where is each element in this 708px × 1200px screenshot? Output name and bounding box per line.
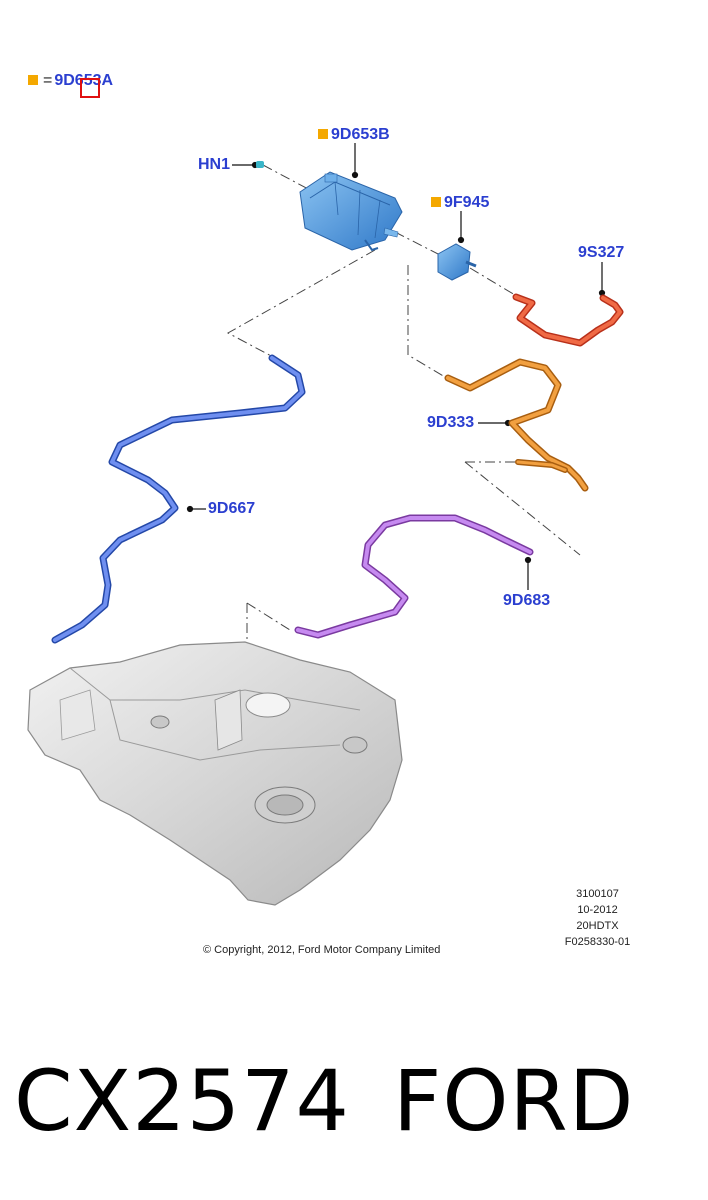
meta-line: F0258330-01 — [564, 936, 631, 948]
callout-marker — [431, 197, 441, 207]
callout-valve: 9F945 — [431, 194, 489, 212]
callout-hn1: HN1 — [198, 156, 231, 173]
highlight-box — [80, 78, 100, 98]
callout-valve-label: 9F945 — [444, 194, 490, 211]
meta-line: 3100107 — [576, 888, 619, 900]
callout-hose-orange: 9D333 — [427, 414, 475, 431]
callout-hose-blue: 9D667 — [208, 500, 256, 517]
hose-blue — [51, 354, 306, 644]
callout-canister-label: 9D653B — [331, 126, 390, 143]
hose-orange — [444, 358, 589, 492]
purge-valve — [437, 243, 477, 281]
hn1-clip — [256, 161, 264, 168]
callout-canister: 9D653B — [318, 126, 390, 144]
copyright-text: © Copyright, 2012, Ford Motor Company Li… — [203, 944, 441, 956]
callout-pointers — [186, 143, 606, 590]
legend: =9D653A — [28, 72, 113, 90]
diagram-meta: 3100107 10-2012 20HDTX F0258330-01 — [545, 886, 650, 950]
callout-hose-purple: 9D683 — [503, 592, 551, 609]
hose-purple — [294, 514, 534, 639]
caption-part-number: CX2574 — [14, 1052, 350, 1150]
meta-line: 20HDTX — [576, 920, 619, 932]
fuel-tank — [27, 641, 403, 906]
callout-marker — [318, 129, 328, 139]
caption-brand: FORD — [393, 1052, 635, 1150]
legend-equals: = — [43, 72, 53, 89]
legend-marker — [28, 75, 38, 85]
charcoal-canister — [299, 171, 403, 252]
exploded-parts-diagram — [27, 143, 624, 906]
hose-red — [512, 293, 624, 347]
meta-line: 10-2012 — [577, 904, 618, 916]
callout-hose-red: 9S327 — [578, 244, 625, 261]
